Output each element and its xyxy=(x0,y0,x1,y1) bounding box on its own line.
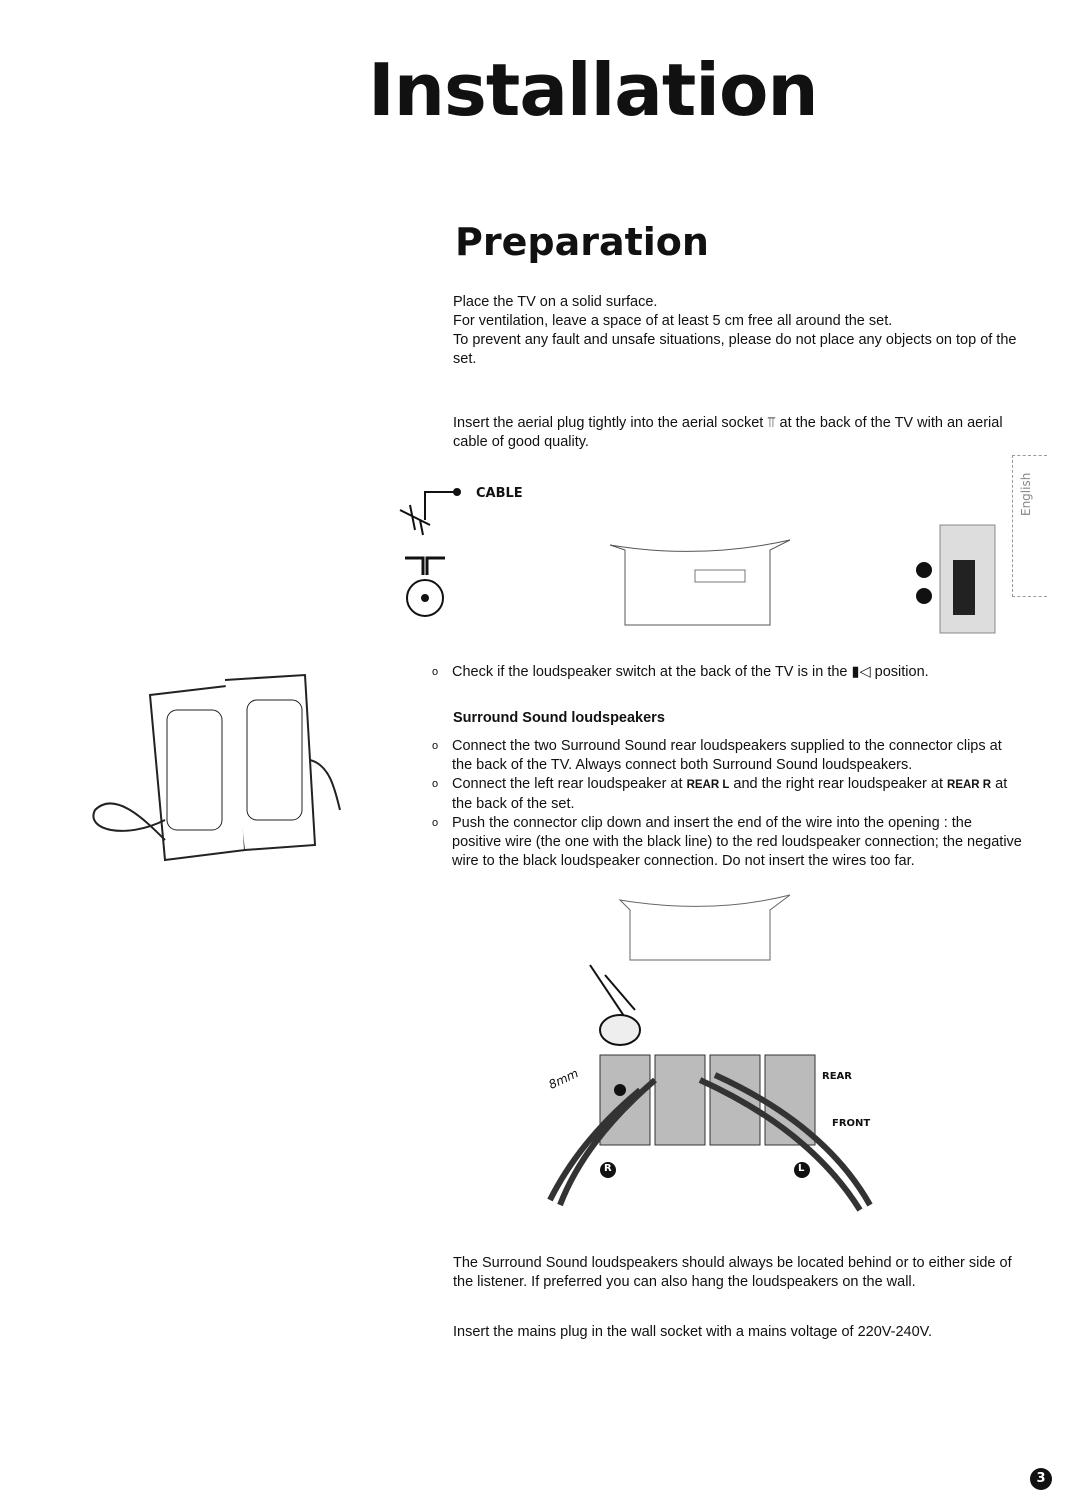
bullet-text: Connect the two Surround Sound rear loud… xyxy=(452,738,1002,773)
page-number: 3 xyxy=(1030,1468,1052,1490)
mains-instruction: Insert the mains plug in the wall socket… xyxy=(453,1324,933,1340)
connector-diagram xyxy=(547,894,873,1212)
r-label: R xyxy=(604,1163,612,1174)
bullet-text: and the right rear loudspeaker at xyxy=(729,776,948,792)
rear-r-label: REAR R xyxy=(947,779,992,791)
surround-heading: Surround Sound loudspeakers xyxy=(453,710,665,726)
switch-check-text: Check if the loudspeaker switch at the b… xyxy=(452,664,929,680)
placement-note: The Surround Sound loudspeakers should a… xyxy=(453,1255,1012,1290)
language-tab-label: English xyxy=(1019,472,1033,516)
l-label: L xyxy=(798,1163,805,1174)
placement-line: To prevent any fault and unsafe situatio… xyxy=(453,332,1017,367)
bullet-text: Push the connector clip down and insert … xyxy=(452,815,1022,869)
rear-l-label: REAR L xyxy=(686,779,730,791)
language-tab: English xyxy=(1012,455,1047,597)
rear-label: REAR xyxy=(822,1071,852,1082)
speakers-illustration xyxy=(92,673,341,862)
aerial-diagram xyxy=(399,488,461,617)
cable-label: CABLE xyxy=(476,486,523,501)
placement-line: For ventilation, leave a space of at lea… xyxy=(453,313,893,329)
bullet-text: at the back of the set. xyxy=(452,776,1008,812)
page-title: Installation xyxy=(368,48,819,132)
speaker-switch-diagram xyxy=(916,524,996,634)
aerial-instruction: Insert the aerial plug tightly into the … xyxy=(453,415,1003,450)
placement-instructions: Place the TV on a solid surface. For ven… xyxy=(453,293,1018,369)
bullet-text: Connect the left rear loudspeaker at xyxy=(452,776,687,792)
closing-notes: The Surround Sound loudspeakers should a… xyxy=(453,1254,1028,1342)
placement-line: Place the TV on a solid surface. xyxy=(453,294,658,310)
front-label: FRONT xyxy=(832,1118,871,1129)
tv-back-sketch xyxy=(609,539,791,626)
section-title: Preparation xyxy=(455,220,709,264)
